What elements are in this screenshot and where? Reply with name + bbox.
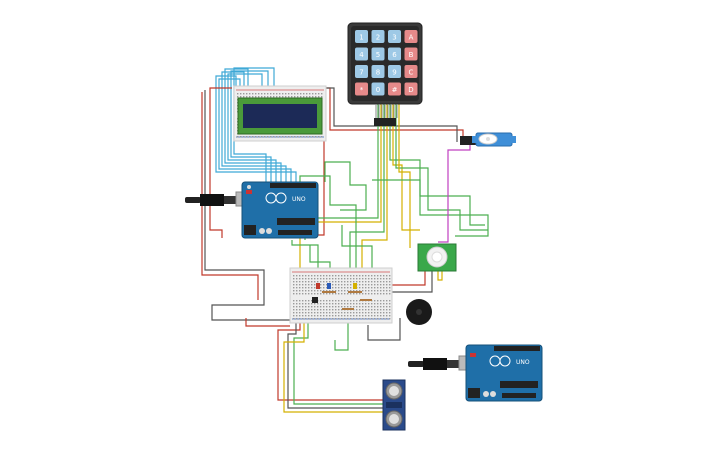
key-label: 6 — [392, 51, 397, 59]
keypad-keys: 1 2 3 A 4 5 6 B 7 8 9 C * 0 # D — [355, 30, 418, 96]
servo-motor[interactable] — [460, 132, 516, 147]
header-digital-top — [270, 183, 316, 188]
chip-top — [277, 218, 315, 225]
keypad[interactable]: 1 2 3 A 4 5 6 B 7 8 9 C * 0 # D — [347, 22, 423, 126]
key-label: 0 — [376, 86, 380, 94]
key-A[interactable]: A — [404, 30, 418, 43]
reset-button-bottom — [470, 353, 476, 357]
led-yellow — [353, 283, 357, 289]
board-label-top: UNO — [292, 196, 306, 203]
wire-dark-ultrasonic — [287, 318, 383, 409]
key-C[interactable]: C — [404, 65, 418, 78]
keypad-wires — [299, 104, 488, 270]
key-label: 1 — [359, 34, 363, 42]
pir-sensor[interactable] — [417, 243, 457, 272]
wire-dark-buzzer — [367, 318, 401, 341]
piezo-buzzer[interactable] — [406, 299, 432, 325]
lcd-screen — [243, 104, 317, 128]
power-jack-bottom — [468, 388, 480, 398]
wire-yellow-ultrasonic — [283, 318, 383, 413]
keypad-connector — [374, 118, 396, 126]
key-1[interactable]: 1 — [355, 30, 368, 43]
key-B[interactable]: B — [404, 47, 418, 61]
key-#[interactable]: # — [388, 82, 401, 96]
ultrasonic-sensor[interactable] — [382, 379, 406, 431]
usb-cable-bottom — [408, 361, 424, 367]
key-0[interactable]: 0 — [371, 82, 385, 96]
key-3[interactable]: 3 — [388, 30, 401, 43]
wire-green-ultrasonic — [293, 318, 383, 405]
lcd-display[interactable] — [237, 97, 323, 135]
header-digital-bottom — [494, 346, 540, 351]
wire-red-top-bb — [245, 318, 290, 327]
arduino-uno-top[interactable]: UNO — [185, 181, 319, 239]
key-7[interactable]: 7 — [355, 65, 368, 78]
keypad-ribbon — [375, 104, 398, 118]
header-analog-bottom — [502, 393, 536, 398]
key-label: 2 — [376, 34, 380, 42]
key-label: 4 — [359, 51, 364, 59]
chip-bottom — [500, 381, 538, 388]
key-label: A — [409, 34, 414, 42]
key-*[interactable]: * — [355, 82, 368, 96]
usb-cable-top — [185, 197, 201, 203]
key-label: 9 — [392, 69, 396, 77]
key-label: C — [409, 69, 414, 77]
green-wire-bundle — [291, 161, 489, 351]
header-analog-top — [278, 230, 312, 235]
key-label: 8 — [376, 69, 380, 77]
key-D[interactable]: D — [404, 82, 418, 96]
board-label-bottom: UNO — [516, 359, 530, 366]
wire-red-lcd-left — [209, 87, 232, 238]
key-2[interactable]: 2 — [371, 30, 385, 43]
lcd-blue-wires — [215, 67, 297, 184]
key-label: B — [409, 51, 414, 59]
led-red — [316, 283, 320, 289]
key-label: 7 — [359, 69, 363, 77]
key-8[interactable]: 8 — [371, 65, 385, 78]
transistor — [312, 297, 318, 303]
key-9[interactable]: 9 — [388, 65, 401, 78]
key-4[interactable]: 4 — [355, 47, 368, 61]
key-label: D — [408, 86, 413, 94]
key-6[interactable]: 6 — [388, 47, 401, 61]
wire-gray-left-loop — [204, 90, 293, 321]
key-label: 3 — [392, 34, 396, 42]
wire-red-ultrasonic — [277, 318, 383, 401]
key-5[interactable]: 5 — [371, 47, 385, 61]
wire-dark-pir — [386, 270, 433, 293]
breadboard-main-holes — [293, 275, 391, 320]
led-blue — [327, 283, 331, 289]
wire-red-left-loop — [201, 92, 259, 300]
reset-button-top — [246, 190, 252, 194]
wire-magenta-servo — [438, 142, 471, 243]
arduino-uno-bottom[interactable]: UNO — [408, 344, 543, 402]
breadboard-main[interactable] — [289, 267, 393, 324]
key-label: # — [392, 86, 398, 94]
power-jack-top — [244, 225, 256, 235]
key-label: * — [360, 86, 364, 94]
key-label: 5 — [376, 51, 380, 59]
